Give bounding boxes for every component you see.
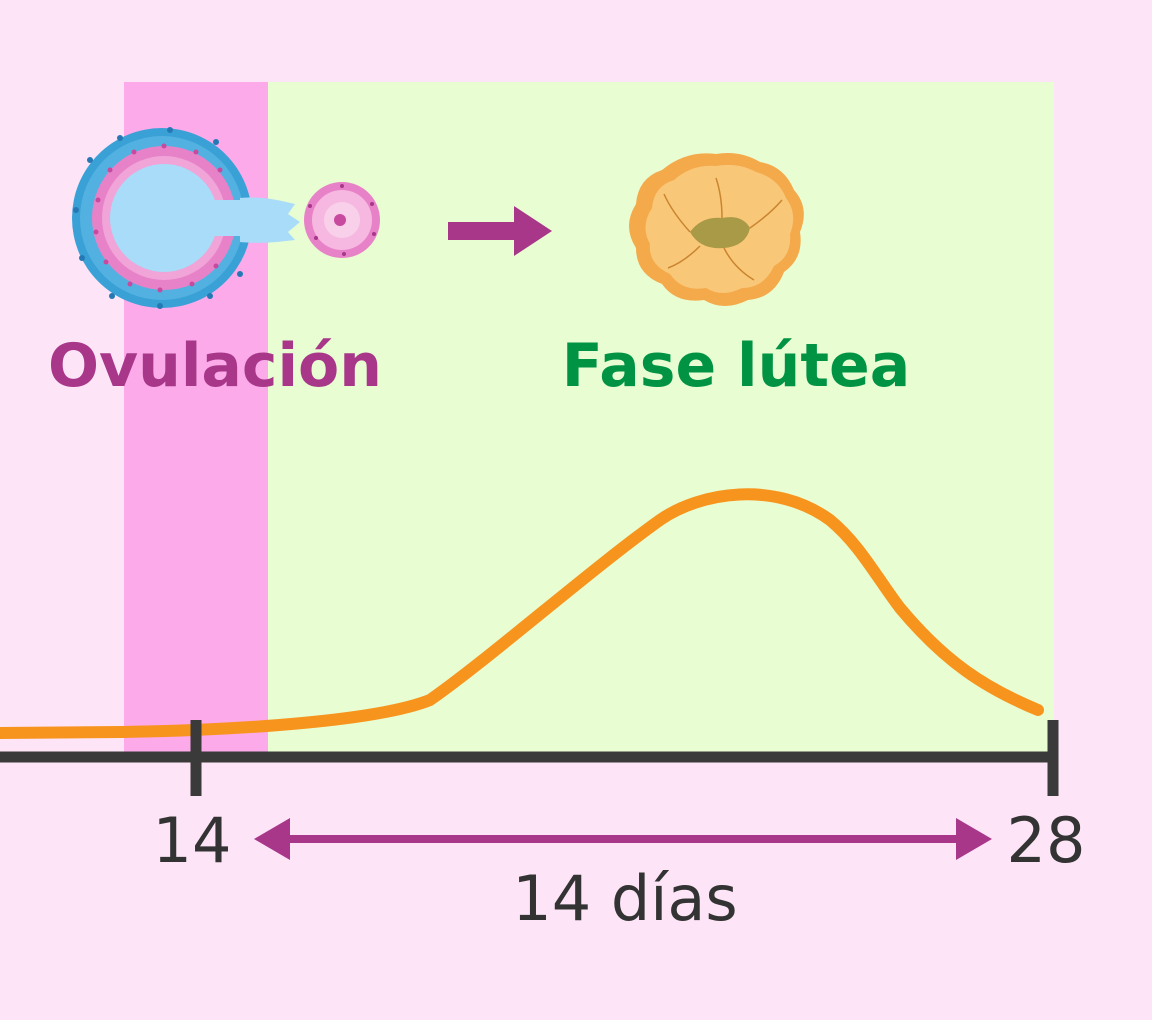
ovulation-label: Ovulación [48,331,382,401]
luteal-phase-label: Fase lútea [562,331,910,401]
duration-label: 14 días [512,862,737,935]
released-egg-icon [304,182,380,258]
corpus-luteum-icon [629,153,804,306]
right-arrow-icon [448,206,552,256]
follicle-releasing-egg-icon [72,127,300,309]
duration-arrow-icon [254,818,992,860]
progesterone-curve [0,488,1044,739]
tick-label-28: 28 [1007,804,1086,877]
tick-label-14: 14 [153,804,232,877]
